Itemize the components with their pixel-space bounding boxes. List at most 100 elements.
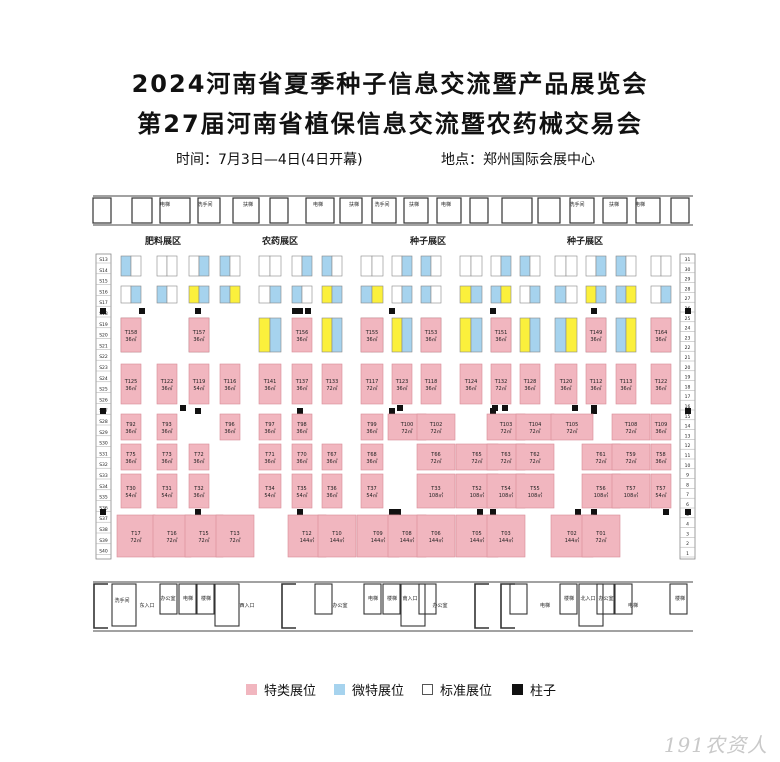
side-booth-left: S33 — [99, 473, 108, 479]
booth-size: 144㎡ — [499, 537, 514, 544]
special-booth-box — [360, 443, 384, 471]
micro-booth — [321, 285, 333, 304]
booth-code: T124 — [464, 379, 478, 385]
side-booth-left: S14 — [99, 268, 108, 274]
booth-size: 36㎡ — [224, 428, 235, 435]
booth-code: T52 — [471, 486, 481, 492]
bottom-room-label: 北入口 — [580, 595, 595, 602]
legend-special: 特类展位 — [246, 680, 316, 699]
special-booth-box — [317, 514, 357, 558]
special-booth-box — [120, 443, 142, 471]
standard-booth — [331, 255, 343, 277]
standard-booth — [401, 255, 413, 277]
booth-code: T123 — [395, 379, 409, 385]
top-room — [269, 197, 289, 224]
side-booth-right: 19 — [685, 375, 691, 381]
booth-size: 36㎡ — [326, 492, 337, 499]
side-booth-right: 10 — [685, 463, 691, 469]
special-booth-box — [258, 473, 282, 509]
bottom-room — [596, 583, 615, 615]
booth-size: 108㎡ — [528, 492, 543, 499]
booth-size: 36㎡ — [296, 336, 307, 343]
top-room-label: 洗手间 — [374, 201, 389, 208]
pillar — [297, 408, 303, 414]
special-booth-box — [420, 317, 442, 353]
side-booth-left: S24 — [99, 376, 108, 382]
legend-swatch-special — [246, 684, 257, 695]
side-booth-left: S31 — [99, 451, 108, 457]
top-room-label: 电梯 — [160, 201, 170, 208]
micro-booth — [229, 285, 241, 304]
micro-booth — [321, 317, 333, 353]
bottom-room-label: 洗手间 — [114, 597, 129, 604]
booth-code: T99 — [366, 422, 376, 428]
micro-booth — [519, 285, 531, 304]
side-booth-right: 13 — [685, 433, 691, 439]
booth-code: T125 — [124, 379, 138, 385]
legend-standard: 标准展位 — [422, 680, 492, 699]
pillar — [100, 408, 106, 414]
pillar — [100, 509, 106, 515]
standard-booth — [120, 255, 132, 277]
booth-size: 36㎡ — [296, 458, 307, 465]
micro-booth — [331, 317, 343, 353]
side-booth-right: 30 — [685, 267, 691, 273]
micro-booth — [459, 317, 472, 353]
special-booth-box — [585, 363, 607, 405]
pillar — [139, 308, 145, 314]
legend-swatch-pillar — [512, 684, 523, 695]
booth-size: 144㎡ — [470, 537, 485, 544]
booth-code: T34 — [264, 486, 274, 492]
booth-size: 54㎡ — [161, 492, 172, 499]
special-booth-box — [650, 443, 672, 471]
booth-size: 36㎡ — [425, 385, 436, 392]
pillar — [492, 405, 498, 411]
legend-micro: 微特展位 — [334, 680, 404, 699]
side-booth-right: 22 — [685, 345, 691, 351]
pillar — [685, 308, 691, 314]
top-room-label: 扶梯 — [409, 201, 419, 208]
booth-code: T35 — [296, 486, 306, 492]
top-room — [469, 197, 489, 224]
booth-size: 108㎡ — [624, 492, 639, 499]
zone-label: 农药展区 — [261, 235, 298, 247]
micro-booth — [391, 317, 403, 353]
special-booth-box — [188, 473, 210, 509]
booth-code: T08 — [401, 531, 411, 537]
pillar — [502, 405, 508, 411]
special-booth-box — [291, 317, 313, 353]
booth-size: 36㎡ — [193, 458, 204, 465]
booth-code: T96 — [224, 422, 234, 428]
booth-code: T06 — [430, 531, 440, 537]
special-booth-box — [291, 443, 313, 471]
special-booth-box — [291, 413, 313, 441]
special-booth-box — [360, 473, 384, 509]
booth-size: 36㎡ — [264, 385, 275, 392]
micro-booth — [156, 285, 168, 304]
micro-booth — [291, 285, 303, 304]
side-booth-right: 31 — [685, 257, 691, 263]
booth-size: 36㎡ — [655, 336, 666, 343]
booth-code: T32 — [193, 486, 203, 492]
booth-code: T116 — [223, 379, 237, 385]
booth-size: 36㎡ — [326, 458, 337, 465]
booth-code: T113 — [619, 379, 633, 385]
standard-booth — [615, 255, 627, 277]
booth-code: T62 — [529, 452, 539, 458]
pillar — [297, 509, 303, 515]
booth-code: T58 — [655, 452, 665, 458]
special-booth-box — [490, 363, 512, 405]
booth-size: 72㎡ — [229, 537, 240, 544]
